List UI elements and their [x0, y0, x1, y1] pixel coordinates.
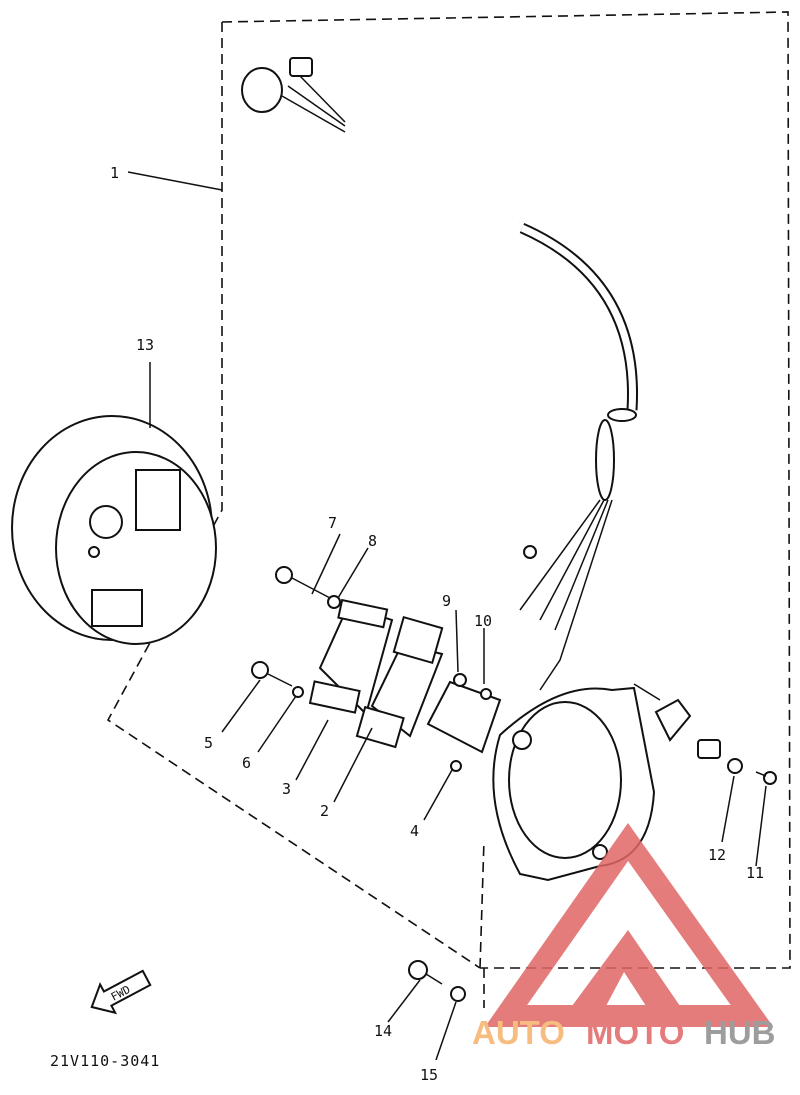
wire-harness [241, 57, 639, 691]
source-coil [308, 598, 394, 716]
forward-direction-marker: FWD [90, 969, 152, 1015]
automotohub-watermark: AUTO MOTO HUB [472, 822, 776, 1051]
coil-bracket [426, 680, 502, 772]
callout-4: 4 [410, 822, 419, 840]
watermark-text-auto: AUTO [472, 1014, 565, 1051]
callout-1: 1 [110, 164, 119, 182]
callout-11: 11 [746, 864, 764, 882]
callout-8: 8 [368, 532, 377, 550]
callout-6: 6 [242, 754, 251, 772]
callout-10: 10 [474, 612, 492, 630]
callout-5: 5 [204, 734, 213, 752]
callout-12: 12 [708, 846, 726, 864]
watermark-text-moto: MOTO [586, 1014, 684, 1051]
callout-3: 3 [282, 780, 291, 798]
leader-lines [127, 171, 767, 1061]
callout-2: 2 [320, 802, 329, 820]
callout-labels: 1 13 7 8 9 10 5 6 3 2 4 12 11 14 15 [110, 164, 764, 1084]
assembly-boundary [106, 11, 791, 1008]
pulser-coil [355, 615, 444, 749]
callout-14: 14 [374, 1022, 392, 1040]
callout-13: 13 [136, 336, 154, 354]
watermark-text-hub: HUB [704, 1014, 776, 1051]
rotor-flywheel [11, 415, 217, 645]
fasteners [251, 566, 492, 1002]
stator-base-plate [492, 686, 656, 882]
callout-7: 7 [328, 514, 337, 532]
callout-9: 9 [442, 592, 451, 610]
watermark-logo-icon [484, 822, 774, 1027]
drawing-code: 21V110-3041 [50, 1052, 160, 1070]
callout-15: 15 [420, 1066, 438, 1084]
switch-assembly [633, 683, 777, 785]
